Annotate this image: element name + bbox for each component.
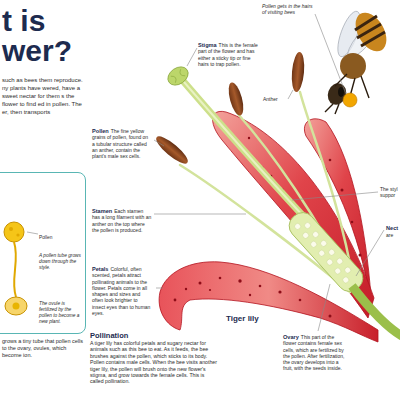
ovule bbox=[5, 297, 27, 315]
ovule-nucleus bbox=[13, 303, 20, 310]
leader-line bbox=[356, 230, 384, 276]
callout-heading: Pollen bbox=[92, 128, 109, 134]
callout: StamenEach stamen has a long filament wi… bbox=[92, 208, 152, 233]
bee-legs bbox=[325, 74, 369, 114]
callout-text: Pollen gets in the hairs of visiting bee… bbox=[262, 3, 313, 15]
style bbox=[184, 82, 318, 232]
petal-spots bbox=[174, 277, 332, 318]
leader-line bbox=[292, 192, 378, 200]
callout-heading: Pollination bbox=[90, 331, 218, 340]
ovary bbox=[284, 208, 368, 297]
ovary-wall bbox=[284, 208, 368, 297]
callout-text: Tiger lily bbox=[226, 314, 259, 323]
anther bbox=[226, 81, 246, 117]
intro-text: such as bees them reproduce. ny plants h… bbox=[2, 76, 86, 116]
callout: OvaryThis part of the flower contains fe… bbox=[283, 334, 347, 372]
leader-line bbox=[154, 214, 246, 215]
style-highlight bbox=[184, 82, 318, 232]
intro-text: grows a tiny tube that pollen cells to t… bbox=[2, 338, 86, 359]
callout: The styl suppor bbox=[380, 186, 399, 198]
callout-text: A tiger lily has colorful petals and sug… bbox=[90, 340, 218, 385]
pollen-grain-dot bbox=[16, 233, 19, 236]
leader-line bbox=[154, 140, 164, 146]
page-title: t is wer? bbox=[2, 6, 76, 66]
callout-text: are bbox=[386, 232, 399, 238]
callout-heading: Stigma bbox=[198, 42, 217, 48]
callout-heading: Nect bbox=[386, 225, 399, 232]
inset-panel: Pollen A pollen tube grows down through t… bbox=[0, 172, 86, 334]
anther bbox=[153, 133, 191, 168]
stigma-tip bbox=[164, 63, 191, 89]
callout-text: Anther bbox=[263, 96, 278, 102]
callout-text: grows a tiny tube that pollen cells to t… bbox=[2, 338, 83, 358]
petal bbox=[159, 262, 378, 342]
leader-line bbox=[27, 232, 38, 234]
leader-line bbox=[156, 288, 163, 289]
callout-text: such as bees them reproduce. ny plants h… bbox=[2, 77, 83, 115]
panel-text: Pollen bbox=[39, 235, 83, 241]
callout-text: The styl suppor bbox=[380, 186, 398, 198]
anthers bbox=[153, 52, 306, 168]
leader-line bbox=[187, 48, 197, 66]
anther bbox=[290, 52, 305, 93]
pollen-basket bbox=[343, 93, 357, 107]
callout-heading: Stamen bbox=[92, 208, 112, 214]
leader-line bbox=[315, 14, 346, 94]
pollen-tube bbox=[14, 242, 16, 297]
panel-text: A pollen tube grows down through the sty… bbox=[39, 253, 83, 271]
stigma-lobes bbox=[171, 69, 185, 82]
callout-text: This part of the flower contains female … bbox=[283, 334, 344, 371]
ovules bbox=[293, 217, 356, 284]
bee-eye bbox=[338, 87, 344, 97]
callout: PollinationA tiger lily has colorful pet… bbox=[90, 331, 218, 385]
bee-stripes bbox=[355, 16, 385, 46]
callout-text: Colorful, often scented, petals attract … bbox=[92, 266, 150, 316]
pollen-grain bbox=[4, 222, 24, 242]
leader-lines bbox=[154, 14, 384, 331]
callout: StigmaThis is the female part of the flo… bbox=[198, 42, 262, 67]
leader-line bbox=[288, 90, 293, 99]
leader-line bbox=[318, 284, 330, 331]
panel-text: The ovule is fertilized by the pollen to… bbox=[39, 301, 83, 325]
callout-note: Pollen gets in the hairs of visiting bee… bbox=[262, 3, 314, 15]
bee-abdomen bbox=[349, 7, 393, 56]
callout: PollenThe fine yellow grains of pollen, … bbox=[92, 128, 152, 159]
callout: PetalsColorful, often scented, petals at… bbox=[92, 266, 152, 316]
flower-name: Tiger lily bbox=[226, 314, 270, 324]
callout: Nectare bbox=[386, 225, 399, 238]
part-label: Anther bbox=[263, 96, 289, 102]
bee-thorax bbox=[340, 53, 366, 79]
callout-heading: Ovary bbox=[283, 334, 299, 340]
pollen-grain-dot bbox=[9, 227, 13, 231]
pollination-inset-art bbox=[4, 222, 38, 315]
stigma bbox=[164, 63, 191, 89]
bee bbox=[325, 7, 393, 114]
callout-heading: Petals bbox=[92, 266, 108, 272]
